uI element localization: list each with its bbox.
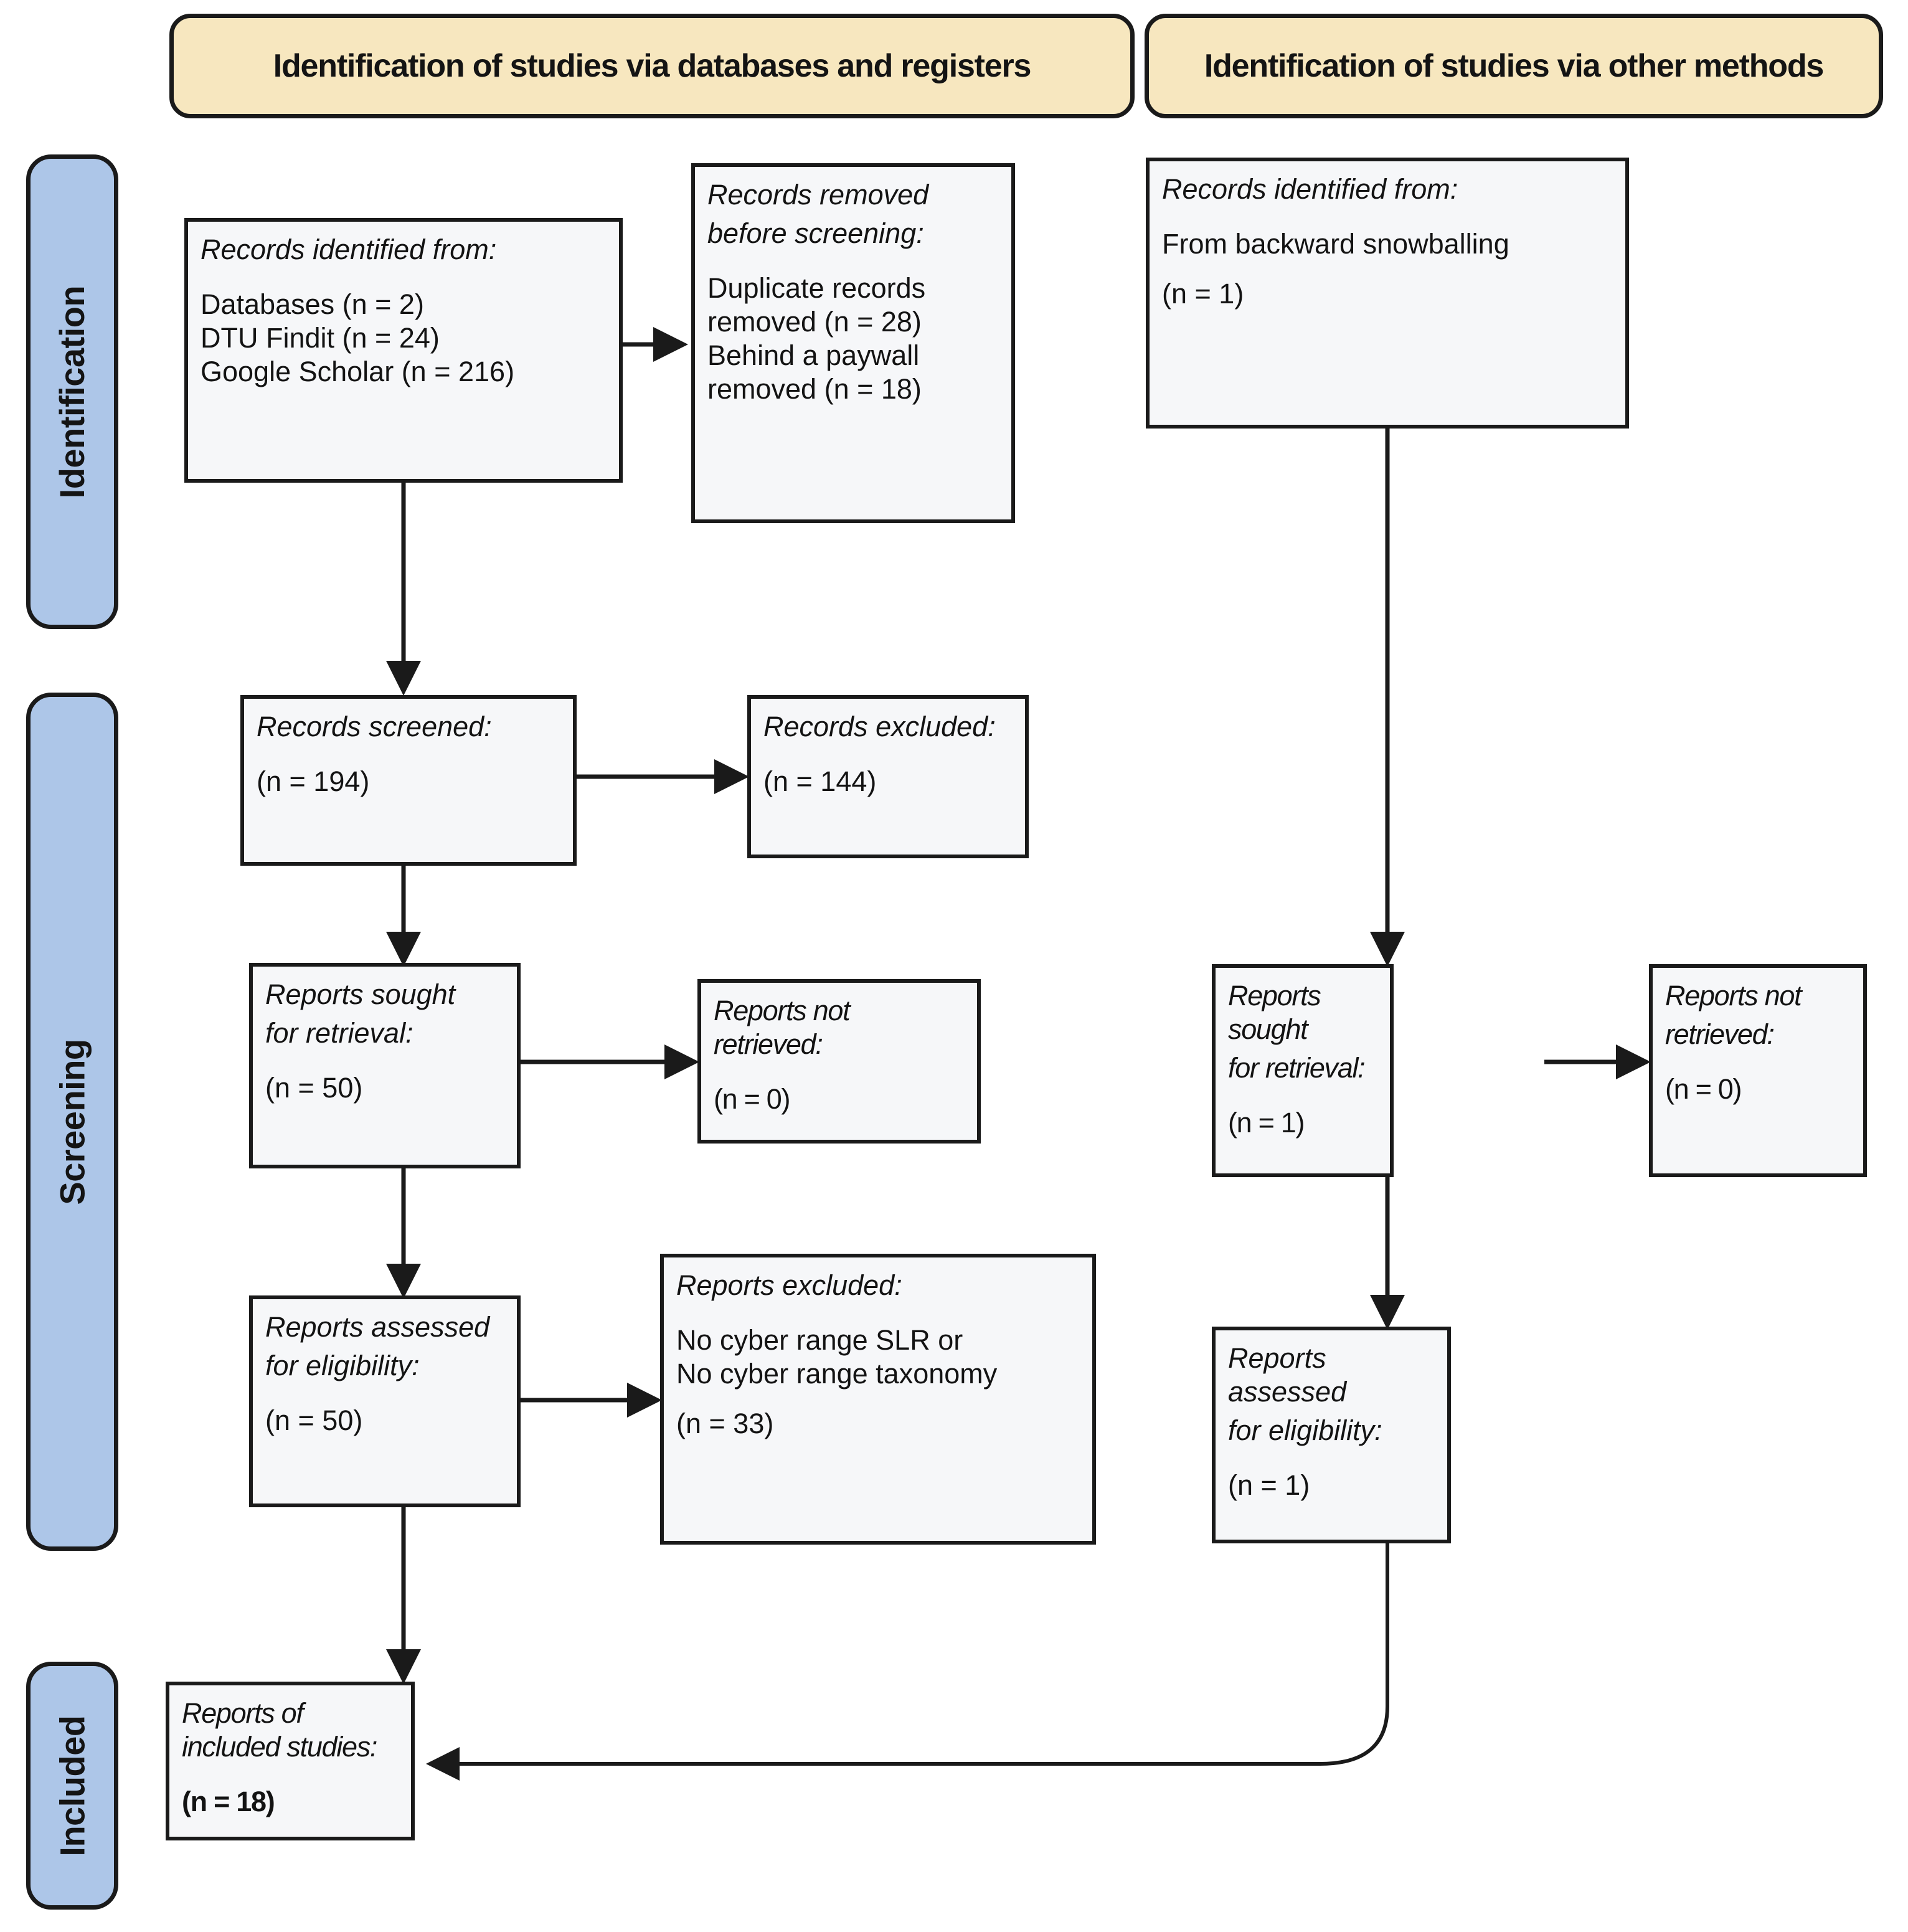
box-records-removed-line-2: removed (n = 28) (707, 306, 922, 338)
arrow-otherassessed-to-included (426, 1543, 1389, 1781)
spacer (1162, 211, 1613, 227)
box-reports-sought-other-title-line-2: for retrieval: (1228, 1052, 1366, 1084)
box-reports-sought-databases: Reports sought for retrieval: (n = 50) (249, 963, 521, 1168)
box-reports-assessed-databases-title-line-2: for eligibility: (265, 1350, 420, 1381)
box-records-excluded-count: (n = 144) (763, 765, 877, 797)
box-reports-assessed-databases: Reports assessed for eligibility: (n = 5… (249, 1295, 521, 1507)
spacer (1665, 1056, 1851, 1073)
stage-label-screening: Screening (26, 693, 118, 1551)
box-reports-not-retrieved-databases-count: (n = 0) (714, 1083, 791, 1115)
spacer (714, 1066, 965, 1082)
box-reports-assessed-databases-count: (n = 50) (265, 1404, 363, 1436)
box-records-identified-databases-line-3: Google Scholar (n = 216) (201, 356, 515, 387)
header-banner-databases: Identification of studies via databases … (169, 14, 1135, 118)
stage-label-identification-text: Identification (52, 285, 92, 498)
box-reports-excluded-databases: Reports excluded: No cyber range SLR or … (660, 1254, 1096, 1545)
box-records-screened-title: Records screened: (257, 711, 492, 742)
box-reports-assessed-databases-title-line-1: Reports assessed (265, 1311, 490, 1343)
box-reports-sought-databases-title-line-2: for retrieval: (265, 1017, 413, 1049)
box-reports-excluded-databases-count: (n = 33) (676, 1408, 774, 1439)
stage-label-screening-text: Screening (52, 1038, 92, 1205)
stage-label-included: Included (26, 1662, 118, 1910)
box-reports-sought-databases-count: (n = 50) (265, 1072, 363, 1104)
box-reports-not-retrieved-databases: Reports not retrieved: (n = 0) (697, 979, 981, 1144)
stage-label-identification: Identification (26, 154, 118, 629)
box-records-removed-before-screening: Records removed before screening: Duplic… (691, 163, 1015, 523)
box-reports-assessed-other-title-line-1: Reports assessed (1228, 1342, 1347, 1408)
box-records-identified-databases: Records identified from: Databases (n = … (184, 218, 623, 483)
box-reports-not-retrieved-other-count: (n = 0) (1665, 1073, 1742, 1105)
header-banner-other: Identification of studies via other meth… (1145, 14, 1883, 118)
box-reports-included-count: (n = 18) (182, 1786, 275, 1817)
spacer (257, 749, 560, 765)
box-reports-included-title: Reports of included studies: (182, 1697, 377, 1763)
box-records-screened: Records screened: (n = 194) (240, 695, 577, 866)
box-records-identified-databases-line-1: Databases (n = 2) (201, 288, 424, 320)
spacer (676, 1391, 1080, 1407)
box-reports-excluded-databases-line-2: No cyber range taxonomy (676, 1358, 998, 1390)
spacer (707, 255, 999, 272)
box-records-removed-line-1: Duplicate records (707, 272, 926, 304)
box-records-identified-other-title: Records identified from: (1162, 173, 1458, 205)
box-records-removed-title-line-1: Records removed (707, 179, 929, 211)
header-banner-other-label: Identification of studies via other meth… (1204, 48, 1824, 84)
box-reports-excluded-databases-line-1: No cyber range SLR or (676, 1324, 963, 1356)
box-reports-assessed-other: Reports assessed for eligibility: (n = 1… (1212, 1327, 1451, 1543)
spacer (763, 749, 1013, 765)
box-reports-included: Reports of included studies: (n = 18) (166, 1682, 415, 1840)
header-banner-databases-label: Identification of studies via databases … (273, 48, 1032, 84)
spacer (265, 1388, 504, 1404)
spacer (201, 272, 607, 288)
box-records-identified-other: Records identified from: From backward s… (1146, 158, 1629, 429)
box-reports-not-retrieved-databases-title: Reports not retrieved: (714, 995, 851, 1060)
box-reports-not-retrieved-other-title-line-1: Reports not (1665, 980, 1802, 1011)
box-records-removed-line-4: removed (n = 18) (707, 373, 922, 405)
box-records-identified-other-count: (n = 1) (1162, 278, 1244, 310)
box-records-removed-line-3: Behind a paywall (707, 339, 920, 371)
box-reports-not-retrieved-other-title-line-2: retrieved: (1665, 1018, 1775, 1050)
box-records-identified-databases-title: Records identified from: (201, 234, 497, 265)
spacer (1228, 1090, 1377, 1106)
box-reports-sought-other: Reports sought for retrieval: (n = 1) (1212, 964, 1394, 1177)
box-reports-assessed-other-count: (n = 1) (1228, 1469, 1310, 1501)
box-reports-assessed-other-title-line-2: for eligibility: (1228, 1414, 1382, 1446)
box-records-excluded: Records excluded: (n = 144) (747, 695, 1029, 858)
box-reports-sought-other-title-line-1: Reports sought (1228, 980, 1321, 1045)
box-reports-sought-other-count: (n = 1) (1228, 1107, 1305, 1139)
box-reports-excluded-databases-title: Reports excluded: (676, 1269, 902, 1301)
box-records-identified-other-line-1: From backward snowballing (1162, 228, 1509, 260)
spacer (265, 1055, 504, 1071)
box-records-identified-databases-line-2: DTU Findit (n = 24) (201, 322, 440, 354)
box-records-removed-title-line-2: before screening: (707, 217, 924, 249)
box-records-screened-count: (n = 194) (257, 765, 370, 797)
box-reports-not-retrieved-other: Reports not retrieved: (n = 0) (1649, 964, 1867, 1177)
box-records-excluded-title: Records excluded: (763, 711, 996, 742)
spacer (676, 1307, 1080, 1324)
spacer (1228, 1452, 1435, 1469)
stage-label-included-text: Included (52, 1715, 92, 1857)
spacer (182, 1769, 399, 1785)
spacer (1162, 261, 1613, 277)
box-reports-sought-databases-title-line-1: Reports sought (265, 978, 456, 1010)
